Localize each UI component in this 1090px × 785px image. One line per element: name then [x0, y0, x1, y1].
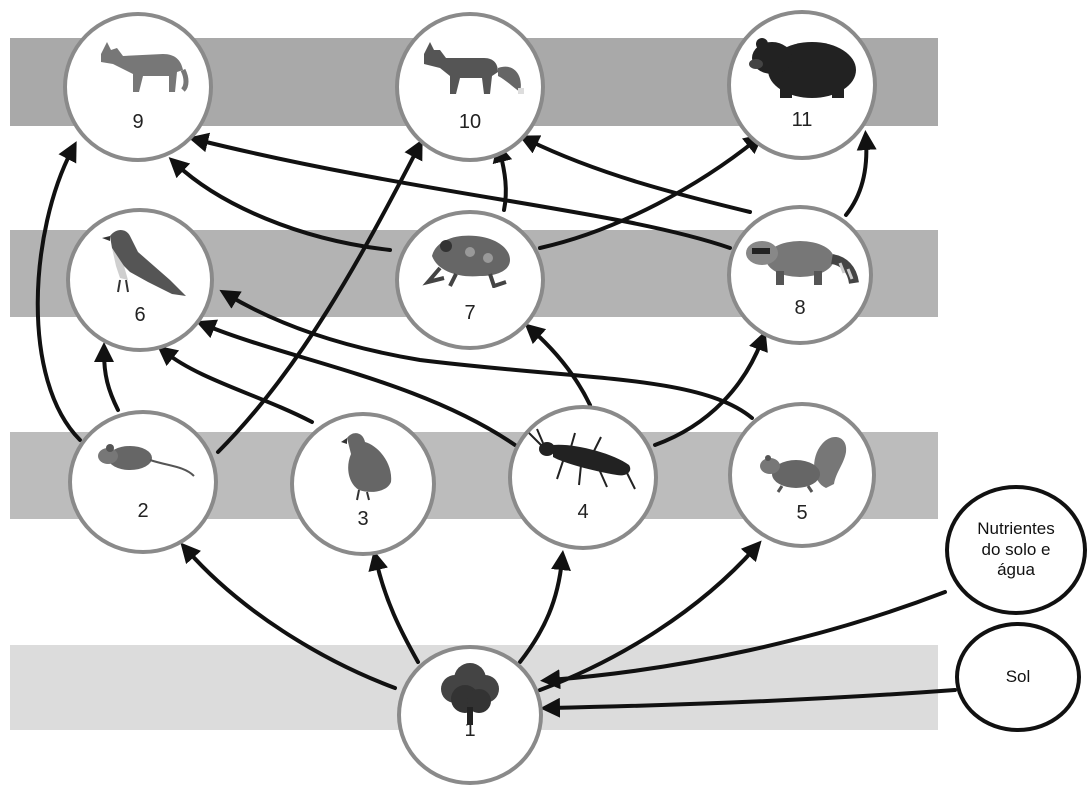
hawk-icon — [102, 230, 186, 296]
arrow-1-to-4 — [518, 550, 571, 664]
node-number: 3 — [357, 508, 369, 530]
node-number: 8 — [794, 297, 806, 319]
frog-icon — [422, 235, 510, 288]
beetle-icon — [528, 428, 636, 490]
node-4-beetle: 4 — [508, 405, 658, 550]
quail-icon — [341, 433, 392, 501]
arrow-7-to-11 — [538, 133, 764, 250]
node-number: 7 — [464, 302, 476, 324]
fox-icon — [424, 42, 524, 94]
arrow-sun-to-1 — [540, 688, 957, 718]
arrow-4-to-6 — [195, 319, 517, 447]
node-8-raccoon: 8 — [727, 205, 873, 345]
node-5-squirrel: 5 — [728, 402, 876, 548]
arrow-8-to-11 — [844, 130, 877, 217]
node-number: 9 — [132, 111, 144, 133]
node-6-hawk: 6 — [66, 208, 214, 352]
arrow-1-to-3 — [368, 550, 420, 664]
node-number: 1 — [464, 719, 476, 741]
arrow-8-to-9 — [188, 132, 732, 250]
nutrients-circle: Nutrientes do solo e água — [945, 485, 1087, 615]
node-number: 5 — [796, 502, 808, 524]
squirrel-icon — [760, 437, 847, 493]
node-11-bear: 11 — [727, 10, 877, 160]
node-3-quail: 3 — [290, 412, 436, 556]
wolf-icon — [101, 42, 189, 92]
tree-icon — [441, 663, 499, 725]
arrow-2-to-9 — [35, 141, 82, 442]
mouse-icon — [98, 444, 195, 477]
bear-icon — [749, 38, 856, 98]
nutrients-line: Nutrientes — [977, 519, 1055, 539]
node-1-tree: 1 — [397, 645, 543, 785]
arrow-1-to-2 — [180, 542, 397, 690]
node-number: 11 — [791, 109, 813, 131]
arrow-4-to-7 — [524, 323, 592, 407]
arrow-3-to-6 — [157, 345, 314, 424]
arrow-2-to-6 — [94, 342, 120, 412]
arrow-7-to-10 — [492, 142, 513, 212]
food-web-arrows — [35, 130, 957, 718]
node-9-wolf: 9 — [63, 12, 213, 162]
nutrients-line: água — [997, 560, 1035, 580]
arrow-nutrients-to-1 — [540, 590, 947, 690]
node-number: 10 — [458, 111, 482, 133]
nutrients-line: do solo e — [981, 539, 1051, 559]
node-number: 2 — [137, 500, 149, 522]
node-number: 4 — [577, 501, 589, 523]
arrow-8-to-10 — [519, 135, 752, 214]
arrow-5-to-6 — [219, 289, 754, 420]
sun-label: Sol — [1005, 666, 1031, 686]
arrow-2-to-10 — [216, 139, 423, 454]
node-7-frog: 7 — [395, 210, 545, 350]
node-2-mouse: 2 — [68, 410, 218, 554]
node-number: 6 — [134, 304, 146, 326]
arrow-7-to-9 — [168, 157, 392, 252]
node-10-fox: 10 — [395, 12, 545, 162]
raccoon-icon — [746, 241, 859, 285]
sun-circle: Sol — [955, 622, 1081, 732]
